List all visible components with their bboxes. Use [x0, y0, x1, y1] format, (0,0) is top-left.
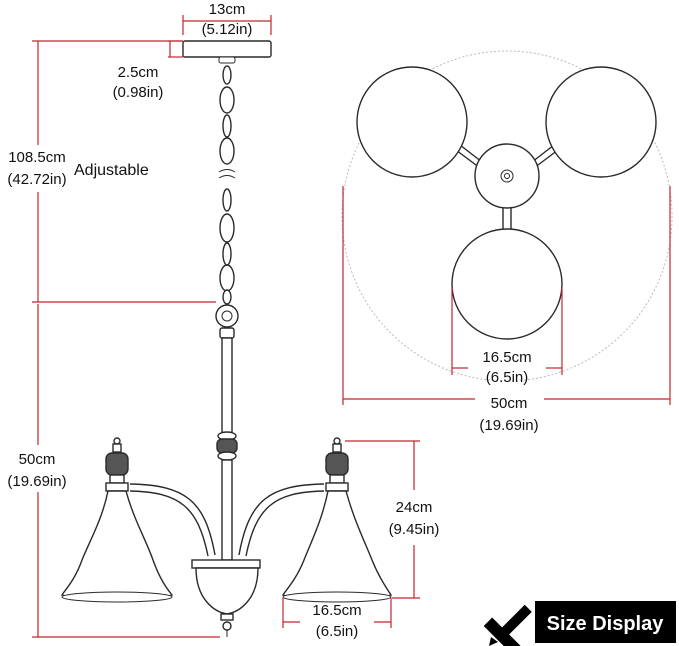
shade-width-cm: 16.5cm [312, 602, 361, 619]
canopy-height-cm: 2.5cm [118, 64, 159, 81]
span-circle [341, 50, 673, 382]
chain-length-in: (42.72in) [7, 171, 66, 188]
adjustable-label: Adjustable [74, 162, 149, 179]
left-shade [60, 437, 174, 603]
shade-height-in: (9.45in) [389, 521, 440, 538]
chain [218, 65, 236, 305]
ceiling-canopy [182, 40, 272, 58]
badge-label: Size Display [547, 613, 665, 635]
body-height-in: (19.69in) [7, 473, 66, 490]
body-height-cm: 50cm [19, 451, 56, 468]
chain-length-cm: 108.5cm [8, 149, 66, 166]
canopy-nut [218, 56, 236, 64]
ruler-pencil-icon [483, 604, 532, 646]
top-shade-width-in: (6.5in) [486, 369, 529, 386]
shade-width-in: (6.5in) [316, 623, 359, 640]
shade-height-cm: 24cm [396, 499, 433, 516]
top-view-dimensions [342, 186, 671, 405]
front-view-fixture [60, 40, 393, 637]
right-shade [281, 437, 393, 603]
canopy-height-in: (0.98in) [113, 84, 164, 101]
canopy-width-in: (5.12in) [202, 21, 253, 38]
top-shade-right [545, 66, 657, 178]
front-view-dimensions [32, 15, 420, 638]
top-shade-bottom [451, 228, 563, 340]
top-view-fixture [341, 50, 673, 382]
size-display-badge: Size Display [483, 601, 676, 646]
canopy-width-cm: 13cm [209, 1, 246, 18]
top-shade-left [356, 66, 468, 178]
badge-background [535, 601, 676, 643]
center-stem [221, 337, 233, 435]
top-shade-width-cm: 16.5cm [482, 349, 531, 366]
span-cm: 50cm [491, 395, 528, 412]
span-in: (19.69in) [479, 417, 538, 434]
